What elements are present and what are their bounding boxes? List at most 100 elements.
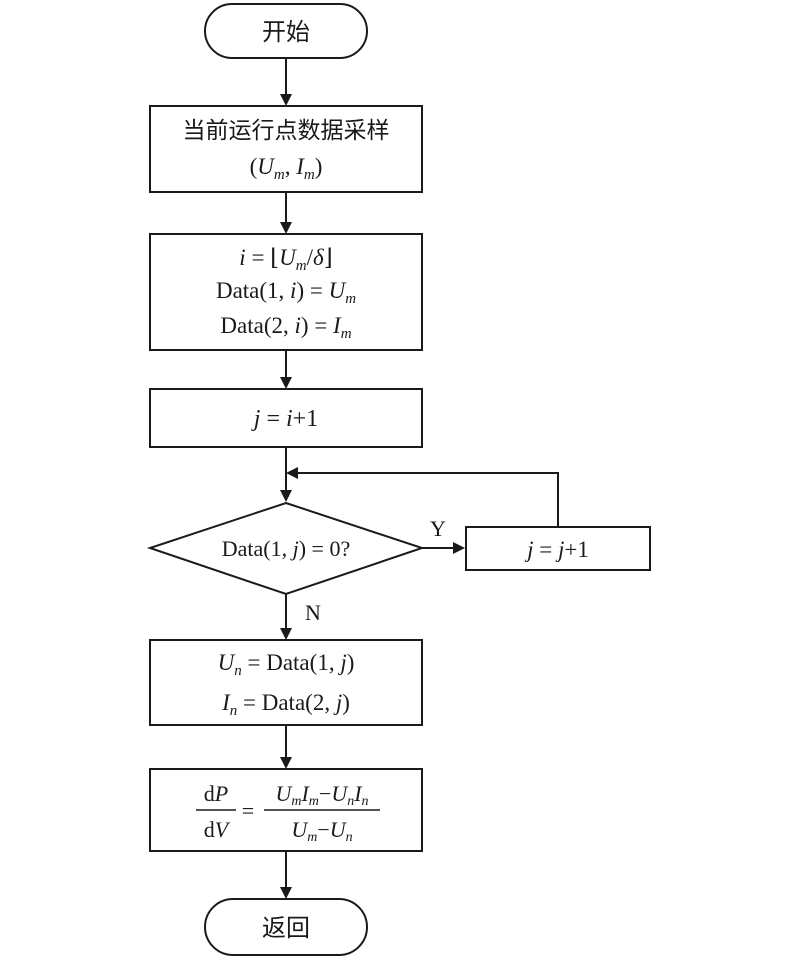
row-1: 1 — [267, 278, 279, 303]
var-U: U — [331, 781, 349, 806]
dp-numerator: dP — [204, 781, 228, 806]
no-label: N — [305, 600, 321, 625]
end-terminal: 返回 — [204, 898, 368, 956]
paren-open: ( — [264, 313, 272, 338]
yes-label: Y — [430, 516, 446, 541]
sub-m: m — [291, 794, 301, 809]
var-j: j — [337, 650, 346, 675]
var-j: j — [333, 690, 342, 715]
var-P: P — [214, 781, 228, 806]
arrowhead — [280, 377, 292, 389]
comma: , — [282, 536, 293, 561]
eq-floor: = ⌊ — [246, 245, 279, 270]
sub-n: n — [234, 663, 242, 679]
derivative-process: dP dV = UmIm−UnIn Um−Un — [149, 768, 423, 852]
eq: ) = — [296, 278, 328, 303]
sub-m: m — [309, 794, 319, 809]
comma: , — [279, 278, 291, 303]
var-i: i — [290, 278, 296, 303]
derivative-denominator: Um−Un — [291, 817, 352, 845]
un-formula: Un = Data(1, j) — [218, 650, 355, 679]
d: d — [204, 817, 215, 842]
sampling-box — [149, 105, 423, 193]
compute-n-process: Un = Data(1, j) In = Data(2, j) — [149, 639, 423, 726]
comma: , — [324, 690, 336, 715]
increment-j-box — [149, 388, 423, 448]
dv-denominator: dV — [204, 817, 231, 842]
sampling-variables: (Um, Im) — [250, 154, 323, 183]
var-j: j — [524, 537, 533, 562]
slash: / — [307, 245, 314, 270]
start-terminal: 开始 — [204, 3, 368, 59]
floor-close: ⌋ — [324, 245, 333, 270]
arrowhead — [286, 467, 298, 479]
arrowhead — [280, 490, 292, 502]
var-delta: δ — [313, 245, 324, 270]
var-I: I — [300, 781, 310, 806]
sampling-title: 当前运行点数据采样 — [183, 118, 390, 144]
sub-m: m — [345, 291, 356, 307]
data-word: Data — [220, 313, 263, 338]
start-label: 开始 — [262, 18, 310, 46]
row-1: 1 — [271, 536, 282, 561]
arrowhead — [280, 628, 292, 640]
var-U: U — [291, 817, 309, 842]
paren-open: ( — [263, 536, 270, 561]
paren-open: ( — [259, 278, 267, 303]
loop-step-box — [465, 526, 651, 571]
derivative-numerator: UmIm−UnIn — [275, 781, 368, 809]
row-2: 2 — [313, 690, 325, 715]
arrowhead — [280, 757, 292, 769]
paren-close: ) — [347, 650, 355, 675]
decision-condition: Data(1, j) = 0? — [222, 536, 350, 561]
arrowhead — [280, 94, 292, 106]
sub-n: n — [362, 794, 369, 809]
loop-step-process: j = j+1 — [465, 526, 651, 571]
comma: , — [329, 650, 341, 675]
arrowhead — [280, 887, 292, 899]
assign-box — [149, 233, 423, 351]
var-U: U — [329, 278, 347, 303]
compute-n-box — [149, 639, 423, 726]
eq: ) = — [301, 313, 333, 338]
eq: = — [260, 406, 286, 432]
d: d — [204, 781, 215, 806]
loop-step-formula: j = j+1 — [524, 537, 589, 562]
increment-j-process: j = i+1 — [149, 388, 423, 448]
end-terminal-shape — [204, 898, 368, 956]
connector-loop-back — [298, 472, 559, 527]
increment-j-formula: j = i+1 — [251, 406, 318, 432]
data-row2-assign: Data(2, i) = Im — [220, 313, 351, 342]
sub-m: m — [341, 326, 352, 342]
equals-sign: = — [242, 798, 254, 823]
minus: − — [317, 817, 329, 842]
condition-tail: ) = 0? — [299, 536, 351, 561]
var-j: j — [251, 406, 261, 432]
assign-process: i = ⌊Um/δ⌋ Data(1, i) = Um Data(2, i) = … — [149, 233, 423, 351]
var-I: I — [353, 781, 363, 806]
eq: = — [534, 537, 558, 562]
data-word: Data — [222, 536, 264, 561]
plus-one: +1 — [293, 406, 319, 432]
var-U: U — [279, 245, 297, 270]
arrowhead — [453, 542, 465, 554]
end-label: 返回 — [262, 914, 310, 942]
sub-m: m — [304, 167, 315, 183]
paren-close: ) — [315, 154, 323, 179]
comma: , — [285, 154, 297, 179]
var-U: U — [275, 781, 293, 806]
sub-n: n — [230, 703, 238, 719]
arrowhead — [280, 222, 292, 234]
sub-m: m — [307, 830, 317, 845]
in-formula: In = Data(2, j) — [221, 690, 350, 719]
eq-data: = Data( — [242, 650, 318, 675]
var-i: i — [286, 406, 293, 432]
var-I: I — [221, 690, 231, 715]
minus: − — [319, 781, 331, 806]
sub-m: m — [274, 167, 285, 183]
sub-n: n — [346, 830, 353, 845]
comma: , — [283, 313, 295, 338]
var-I: I — [295, 154, 305, 179]
var-U: U — [218, 650, 236, 675]
